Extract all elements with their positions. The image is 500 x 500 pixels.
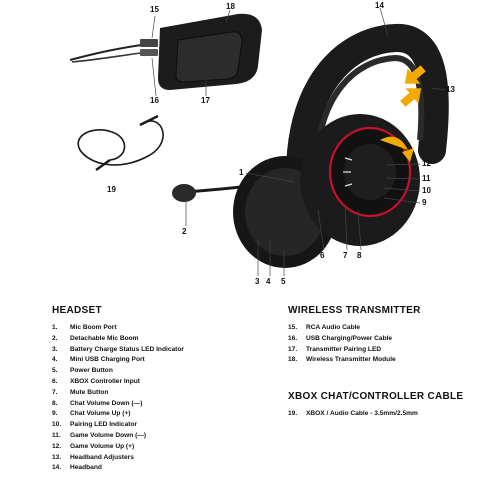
headband <box>286 24 449 189</box>
callout-15: 15 <box>150 5 159 14</box>
callout-3: 3 <box>255 277 260 286</box>
headset-list: 1.Mic Boom Port 2.Detachable Mic Boom 3.… <box>52 323 184 474</box>
callout-16: 16 <box>150 96 159 105</box>
callout-12: 12 <box>422 159 431 168</box>
callout-8: 8 <box>357 251 362 260</box>
ear-cup <box>233 114 420 268</box>
adjust-arrows <box>380 65 426 162</box>
list-item: 9.Chat Volume Up (+) <box>52 410 131 418</box>
list-item: 2.Detachable Mic Boom <box>52 334 139 342</box>
list-item: 1.Mic Boom Port <box>52 324 117 331</box>
list-item: 11.Game Volume Down (—) <box>52 431 147 439</box>
headset-illustration <box>69 7 449 276</box>
callout-14: 14 <box>375 1 384 10</box>
callout-1: 1 <box>239 168 244 177</box>
list-item: 3.Battery Charge Status LED Indicator <box>52 345 184 353</box>
callout-6: 6 <box>320 251 325 260</box>
list-item: 13.Headband Adjusters <box>52 453 134 461</box>
wireless-transmitter-module <box>158 13 262 90</box>
callout-13: 13 <box>446 85 455 94</box>
callout-9: 9 <box>422 198 427 207</box>
callout-17: 17 <box>201 96 210 105</box>
callout-19: 19 <box>107 185 116 194</box>
cable-list: 19.XBOX / Audio Cable - 3.5mm/2.5mm <box>288 409 418 420</box>
callout-7: 7 <box>343 251 348 260</box>
list-item: 14.Headband <box>52 464 102 472</box>
cable-title: XBOX CHAT/CONTROLLER CABLE <box>288 391 464 402</box>
list-item: 17.Transmitter Pairing LED <box>288 345 382 353</box>
list-item: 16.USB Charging/Power Cable <box>288 334 393 342</box>
product-diagram: 15 18 14 16 17 13 1 19 2 3 4 5 6 7 8 9 1… <box>69 1 455 286</box>
callout-2: 2 <box>182 227 187 236</box>
xbox-audio-cable <box>77 114 164 171</box>
callout-10: 10 <box>422 186 431 195</box>
transmitter-title: WIRELESS TRANSMITTER <box>288 305 421 316</box>
callout-11: 11 <box>422 174 431 183</box>
transmitter-cables <box>69 39 158 63</box>
list-item: 4.Mini USB Charging Port <box>52 356 145 364</box>
list-item: 5.Power Button <box>52 367 113 375</box>
list-item: 15.RCA Audio Cable <box>288 324 361 331</box>
list-item: 7.Mute Button <box>52 388 109 396</box>
callout-18: 18 <box>226 2 235 11</box>
list-item: 8.Chat Volume Down (—) <box>52 399 143 407</box>
callout-leaders <box>151 7 446 276</box>
list-item: 12.Game Volume Up (+) <box>52 442 135 450</box>
callout-5: 5 <box>281 277 286 286</box>
transmitter-list: 15.RCA Audio Cable 16.USB Charging/Power… <box>288 323 396 366</box>
list-item: 18.Wireless Transmitter Module <box>288 356 396 364</box>
headset-title: HEADSET <box>52 305 102 316</box>
list-item: 19.XBOX / Audio Cable - 3.5mm/2.5mm <box>288 410 418 417</box>
list-item: 6.XBOX Controller Input <box>52 377 140 385</box>
callout-4: 4 <box>266 277 271 286</box>
list-item: 10.Pairing LED Indicator <box>52 421 138 429</box>
